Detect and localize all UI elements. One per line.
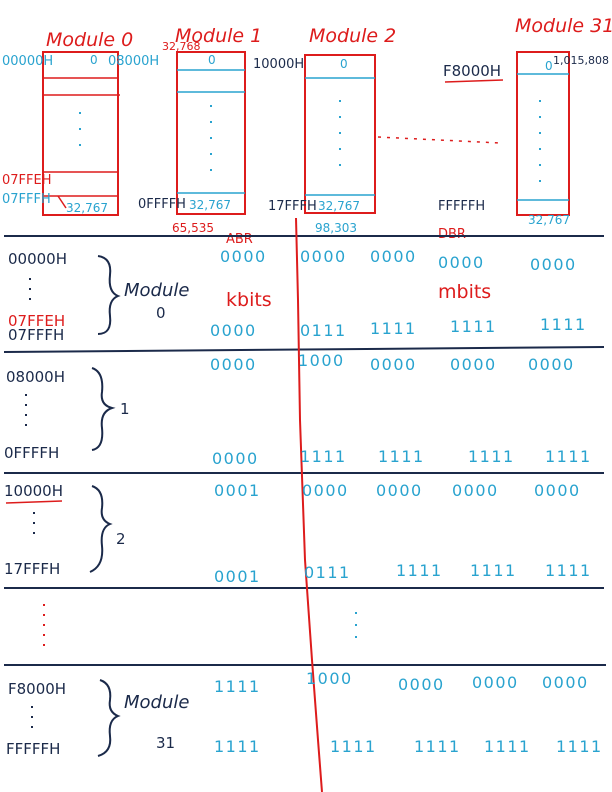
section-module-31: F8000H FFFFFH Module 31 1111 1000 0000 0… [6,669,603,758]
start-bit-group: 0000 [376,481,423,500]
end-bit-group: 1111 [468,447,515,466]
module-1-end-addr: 0FFFFH [138,197,186,212]
module-2-top-index: 0 [340,57,348,71]
module-1-start-addr: 08000H [108,54,159,69]
end-bit-group: 1111 [470,561,517,580]
bit-split-line [295,217,323,792]
section-31-label-word: Module [124,692,189,713]
end-bit-group: 0111 [304,563,351,582]
section-1-end: 0FFFFH [4,444,59,462]
module-1-end-dec: 65,535 [172,221,214,235]
section-module-0: 00000H 07FFEH 07FFFH Module 0 0000 0111 … [8,250,587,344]
section-0-end-1: 07FFEH [8,312,65,330]
section-2-end: 17FFFH [4,560,60,578]
module-gap-dots [377,136,501,144]
abr-label: ABR [226,232,253,247]
module-31-bottom-index: 32,767 [528,213,570,227]
module-1-start-dec: 32,768 [162,40,201,53]
header-bit-group: 0000 [300,247,347,266]
module-0-start-addr: 00000H [2,54,53,69]
module-2-end-dec: 98,303 [315,221,357,235]
section-31-label-num: 31 [156,734,175,752]
end-bit-group: 1111 [396,561,443,580]
section-2-label-num: 2 [116,530,126,548]
end-bit-group: 0001 [214,567,261,586]
mbits-label: mbits [438,281,491,303]
module-31-end-addr: FFFFFH [438,199,485,214]
end-bit-group: 1111 [370,319,417,338]
end-bit-group: 1111 [545,561,592,580]
kbits-label: kbits [226,289,272,311]
section-0-start: 00000H [8,250,67,268]
end-bit-group: 1111 [330,737,377,756]
start-bit-group: 0000 [210,355,257,374]
module-0-title: Module 0 [46,29,133,51]
section-0-label-word: Module [124,280,189,301]
section-31-end: FFFFFH [6,740,60,758]
address-table: kbits mbits 0000 0000 0000 0000 0000 000… [3,217,606,792]
module-2-start-addr: 10000H [253,57,304,72]
start-bit-group: 0000 [450,355,497,374]
section-31-start: F8000H [8,680,66,698]
module-31-start-dec: 1,015,808 [553,54,609,67]
start-bit-group: 0000 [472,673,519,692]
module-0-top-index: 0 [90,53,98,67]
end-bit-group: 1111 [414,737,461,756]
start-bit-group: 1000 [298,351,345,370]
end-bit-group: 0000 [210,321,257,340]
start-bit-group: 0000 [398,675,445,694]
module-1-box: Module 1 32,768 0 08000H 0FFFFH 32,767 6… [108,25,262,235]
start-bit-group: 0000 [542,673,589,692]
module-2-box: Module 2 0 10000H 17FFFH 32,767 98,303 [253,25,396,235]
section-0-label-num: 0 [156,304,166,322]
module-1-title: Module 1 [175,25,262,47]
section-0-end-2: 07FFFH [8,326,64,344]
section-2-start: 10000H [4,482,63,500]
module-31-start-addr: F8000H [443,62,501,80]
end-bit-group: 1111 [556,737,603,756]
module-2-end-addr: 17FFFH [268,199,317,214]
module-2-title: Module 2 [309,25,396,47]
end-bit-group: 0000 [212,449,259,468]
start-bit-group: 0000 [370,355,417,374]
end-bit-group: 1111 [540,315,587,334]
module-0-end-addr-1: 07FFEH [2,173,52,188]
module-31-box: Module 31 0 F8000H 1,015,808 FFFFFH 32,7… [438,15,612,227]
module-1-bottom-index: 32,767 [189,198,231,212]
header-bit-group: 0000 [220,247,267,266]
module-boxes: Module 0 0 00000H 07FFEH 07FFFH 32,767 M… [2,15,612,247]
module-31-title: Module 31 [515,15,612,37]
start-bit-group: 0000 [302,481,349,500]
end-bit-group: 1111 [450,317,497,336]
header-bit-group: 0000 [438,253,485,272]
end-bit-group: 1111 [214,737,261,756]
end-bit-group: 0111 [300,321,347,340]
start-bit-group: 0000 [534,481,581,500]
start-bit-group: 1000 [306,669,353,688]
start-bit-group: 0000 [452,481,499,500]
module-31-top-index: 0 [545,59,553,73]
start-bit-group: 0000 [528,355,575,374]
start-bit-group: 1111 [214,677,261,696]
header-bits-row: 0000 0000 0000 0000 0000 [220,247,577,274]
header-bit-group: 0000 [370,247,417,266]
module-0-box: Module 0 0 00000H 07FFEH 07FFFH 32,767 [2,29,133,216]
module-1-top-index: 0 [208,53,216,67]
module-2-bottom-index: 32,767 [318,199,360,213]
section-1-start: 08000H [6,368,65,386]
end-bit-group: 1111 [484,737,531,756]
end-bit-group: 1111 [378,447,425,466]
end-bit-group: 1111 [545,447,592,466]
header-bit-group: 0000 [530,255,577,274]
dbr-label: DBR [438,227,466,242]
module-0-bottom-index: 32,767 [66,201,108,215]
section-1-label-num: 1 [120,400,130,418]
section-module-1: 08000H 0FFFFH 1 0000 1000 0000 0000 0000… [4,351,592,468]
end-bit-group: 1111 [300,447,347,466]
module-0-end-addr-2: 07FFFH [2,192,51,207]
section-module-2: 10000H 17FFFH 2 0001 0000 0000 0000 0000… [4,481,592,586]
start-bit-group: 0001 [214,481,261,500]
